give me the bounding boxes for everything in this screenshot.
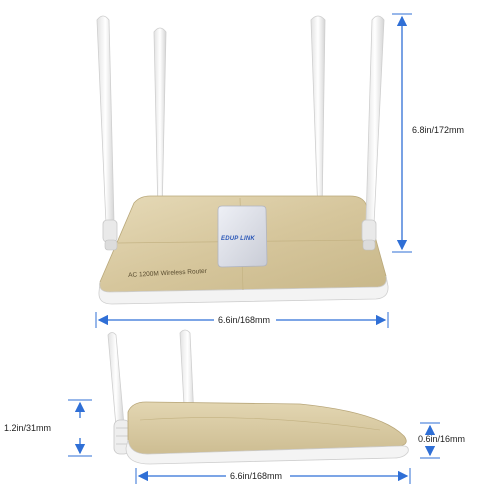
side-antenna-left <box>107 332 125 427</box>
router-front-view <box>96 15 389 305</box>
brand-badge <box>217 205 268 268</box>
antenna-outer-left <box>96 15 118 251</box>
side-width-label: 6.6in/168mm <box>230 471 283 481</box>
brand-logo-text: EDUP LINK <box>221 236 255 242</box>
antenna-outer-right <box>361 15 385 251</box>
side-depth-label: 0.6in/16mm <box>418 434 466 444</box>
antenna-inner-left <box>153 27 167 216</box>
router-side-base <box>125 439 409 465</box>
side-height-dimension <box>68 399 92 457</box>
side-height-label: 1.2in/31mm <box>4 423 52 433</box>
router-side-view <box>107 329 409 465</box>
antenna-inner-right <box>310 15 326 216</box>
router-base-edge <box>98 275 389 305</box>
front-height-label: 6.8in/172mm <box>412 125 465 135</box>
front-width-label: 6.6in/168mm <box>218 315 271 325</box>
front-width-dimension <box>95 312 389 328</box>
side-width-dimension <box>135 468 411 484</box>
side-depth-dimension <box>420 422 440 459</box>
front-height-dimension <box>392 13 412 253</box>
